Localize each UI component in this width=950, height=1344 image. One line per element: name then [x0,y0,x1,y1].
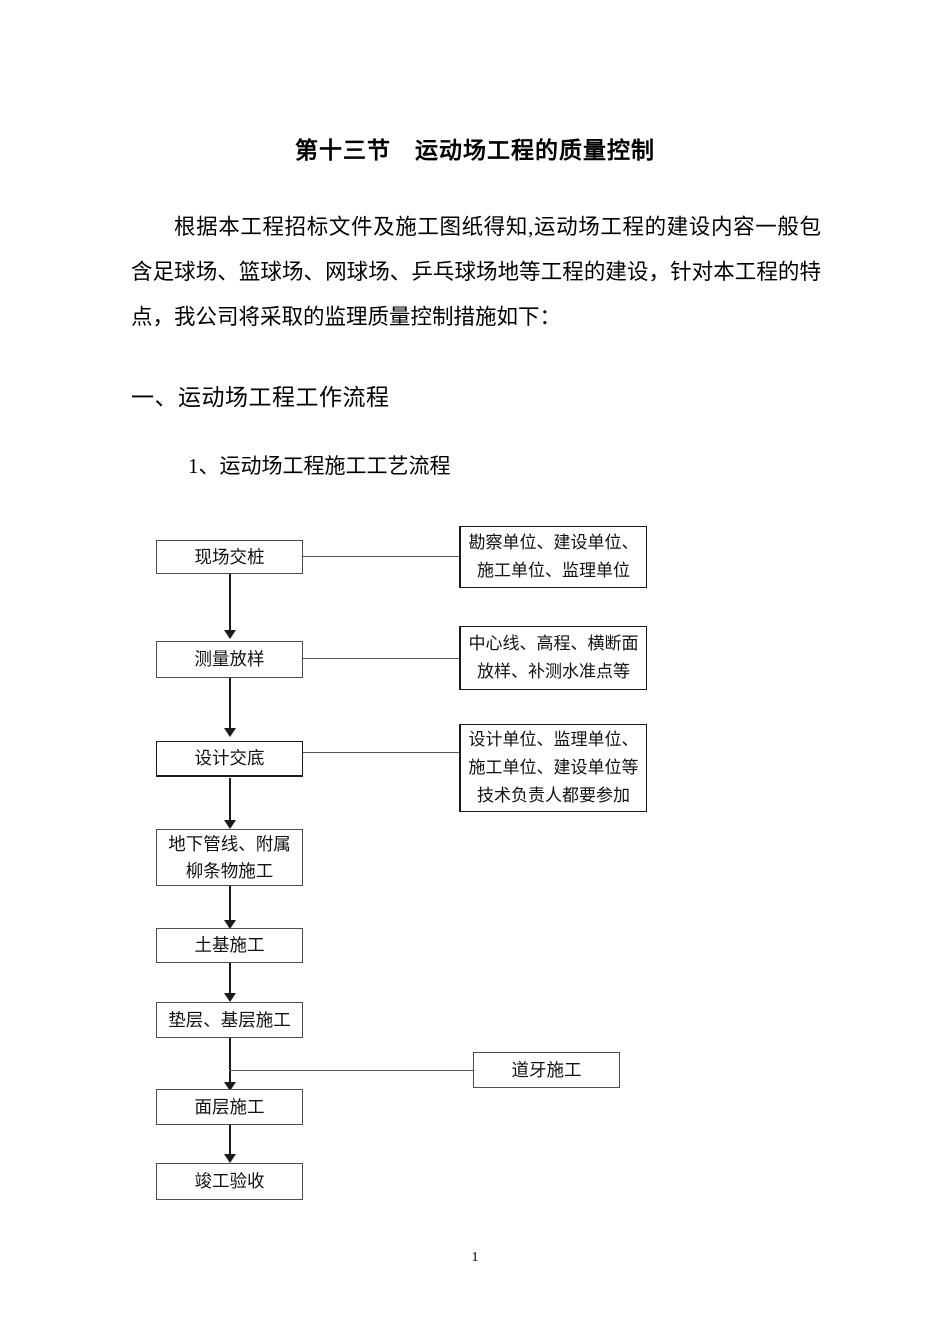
flow-node-site-handover: 现场交桩 [156,540,303,574]
flow-node-curb-construction: 道牙施工 [473,1052,620,1088]
connector-curb-construction [229,1070,473,1071]
section-heading-2: 1、运动场工程施工工艺流程 [188,454,451,478]
arrow-head-5 [224,993,236,1002]
flow-node-design-disclosure: 设计交底 [156,741,303,777]
flow-node-underground-pipeline: 地下管线、附属 柳条物施工 [156,829,303,886]
flow-node-completion-acceptance: 竣工验收 [156,1163,303,1200]
arrow-line-3 [229,778,231,820]
arrow-head-2 [224,728,236,737]
flow-node-base-course-construction: 垫层、基层施工 [156,1002,303,1038]
arrow-line-5 [229,963,231,993]
flow-node-site-handover-parties: 勘察单位、建设单位、 施工单位、监理单位 [459,526,647,588]
arrow-head-7 [224,1154,236,1163]
arrow-line-2 [229,678,231,728]
connector-survey-setout [303,658,459,659]
flow-node-subgrade-construction: 土基施工 [156,928,303,963]
connector-design-disclosure [303,752,459,753]
arrow-line-4 [229,886,231,920]
section-heading-1: 一、运动场工程工作流程 [131,385,390,410]
flow-node-surface-course-construction: 面层施工 [156,1089,303,1125]
page-number: 1 [471,1250,479,1265]
arrow-head-4 [224,920,236,929]
arrow-line-1 [229,574,231,630]
flow-node-design-disclosure-parties: 设计单位、监理单位、 施工单位、建设单位等 技术负责人都要参加 [459,724,647,812]
flow-node-survey-setout: 测量放样 [156,641,303,678]
arrow-line-6 [229,1038,231,1082]
arrow-line-7 [229,1125,231,1154]
intro-paragraph: 根据本工程招标文件及施工图纸得知,运动场工程的建设内容一般包含足球场、篮球场、网… [131,215,821,329]
flow-node-survey-setout-items: 中心线、高程、横断面 放样、补测水准点等 [459,626,647,690]
arrow-head-1 [224,630,236,639]
page-title: 第十三节 运动场工程的质量控制 [295,138,655,164]
arrow-head-6 [224,1082,236,1091]
arrow-head-3 [224,820,236,829]
connector-site-handover [303,556,459,557]
